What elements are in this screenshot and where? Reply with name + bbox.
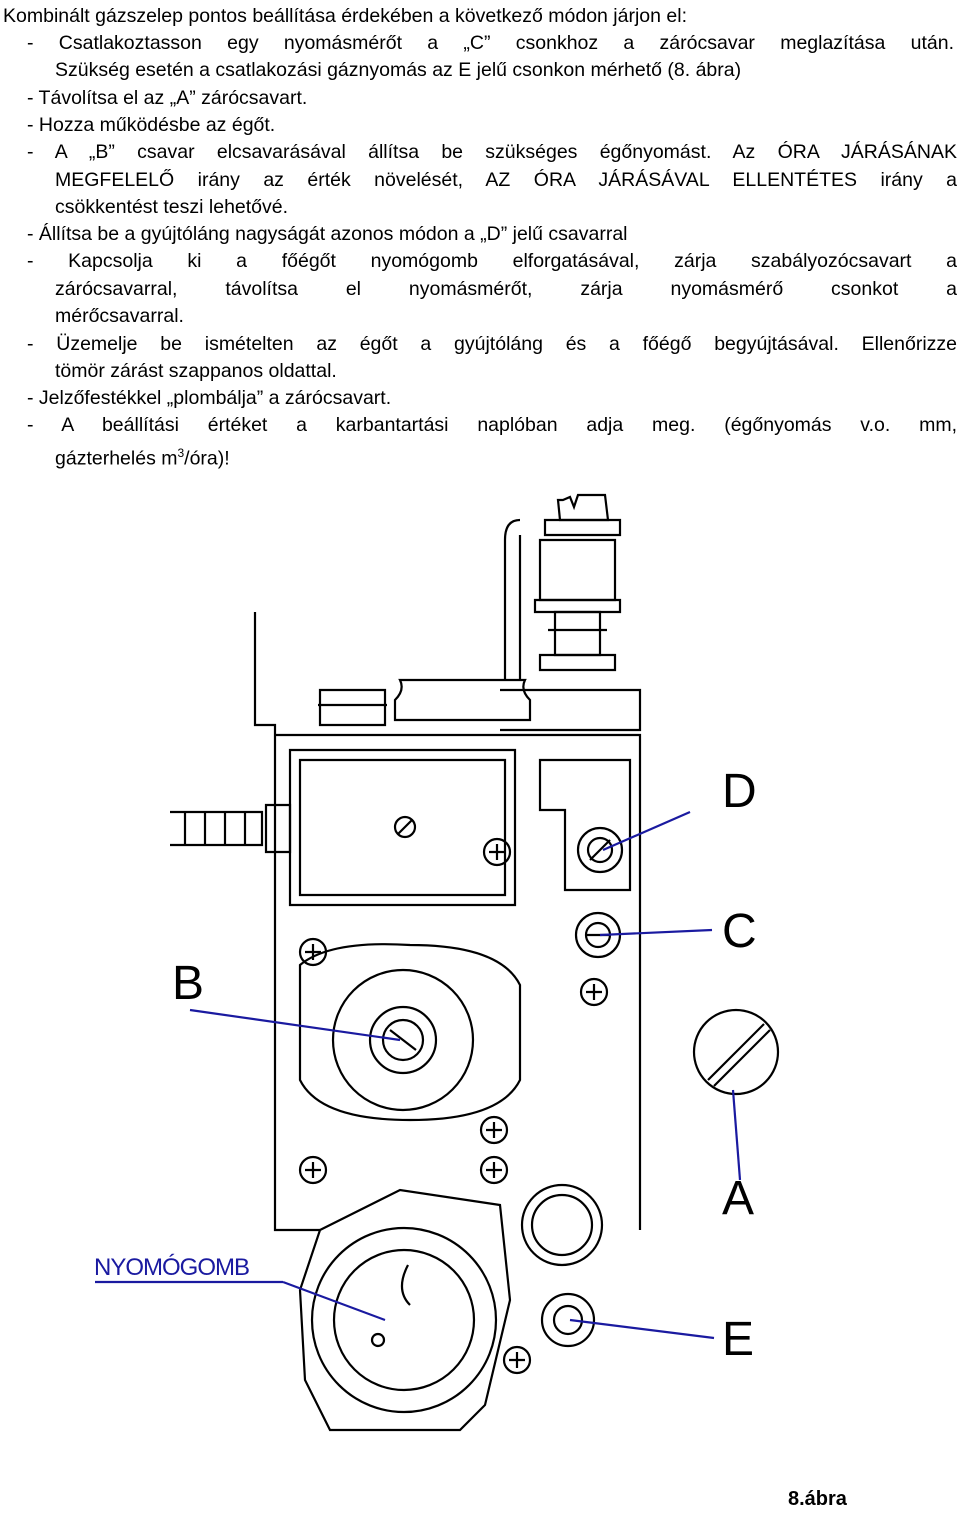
label-a: A — [722, 1172, 755, 1225]
connector-cap — [543, 518, 622, 537]
coil-block — [288, 748, 517, 907]
step-line: - Kapcsolja ki a főégőt nyomógomb elforg… — [27, 250, 957, 272]
top-connector — [556, 493, 610, 522]
label-c: C — [722, 905, 757, 958]
top-nut-main — [393, 678, 532, 722]
intro-line: Kombinált gázszelep pontos beállítása ér… — [3, 5, 688, 27]
label-b: B — [172, 957, 205, 1010]
leader-lines — [95, 810, 742, 1340]
step-line: - Üzemelje be ismételten az égőt a gyújt… — [27, 333, 957, 355]
lower-fitting — [520, 1183, 604, 1267]
coil-screw — [393, 815, 417, 839]
push-button-housing — [298, 1188, 512, 1432]
mounting-screws — [298, 837, 609, 1375]
a-screw — [692, 1008, 780, 1096]
step-line: - Csatlakoztasson egy nyomásmérőt a „C” … — [27, 32, 954, 54]
label-e: E — [722, 1313, 755, 1366]
step-line: - Állítsa be a gyújtóláng nagyságát azon… — [27, 223, 628, 245]
top-nut-left — [318, 688, 387, 727]
bracket-arm — [503, 518, 521, 680]
coil-top — [538, 538, 617, 602]
step-line: csökkentést teszi lehetővé. — [55, 196, 289, 218]
step-line: - Jelzőfestékkel „plombálja” a zárócsava… — [27, 387, 392, 409]
push-button — [310, 1226, 498, 1414]
figure-caption: 8.ábra — [788, 1488, 847, 1510]
step-line: - A beállítási értéket a karbantartási n… — [27, 414, 957, 436]
housing-left — [253, 612, 320, 1232]
label-d: D — [722, 765, 757, 818]
d-screw — [576, 826, 624, 874]
step-line: - Távolítsa el az „A” zárócsavart. — [27, 87, 308, 109]
b-screw — [368, 1005, 438, 1075]
step-line: tömör zárást szappanos oldattal. — [55, 360, 337, 382]
regulator-housing — [298, 943, 522, 1122]
step-line-last: gázterhelés m3/óra)! — [55, 446, 230, 470]
cable — [170, 810, 264, 847]
step-line: zárócsavarral, távolítsa el nyomásmérőt,… — [55, 278, 957, 300]
upper-nut — [553, 610, 602, 657]
e-port — [540, 1292, 596, 1348]
step-line: mérőcsavarral. — [55, 305, 184, 327]
step-line: - A „B” csavar elcsavarásával állítsa be… — [27, 141, 957, 163]
d-block — [538, 758, 632, 892]
regulator-cover — [331, 968, 475, 1112]
step-line: MEGFELELŐ irány az érték növelését, AZ Ó… — [55, 169, 957, 191]
step-line: Szükség esetén a csatlakozási gáznyomás … — [55, 59, 742, 81]
label-push-button: NYOMÓGOMB — [94, 1254, 250, 1281]
housing-outline — [275, 733, 642, 1230]
step-line: - Hozza működésbe az égőt. — [27, 114, 276, 136]
